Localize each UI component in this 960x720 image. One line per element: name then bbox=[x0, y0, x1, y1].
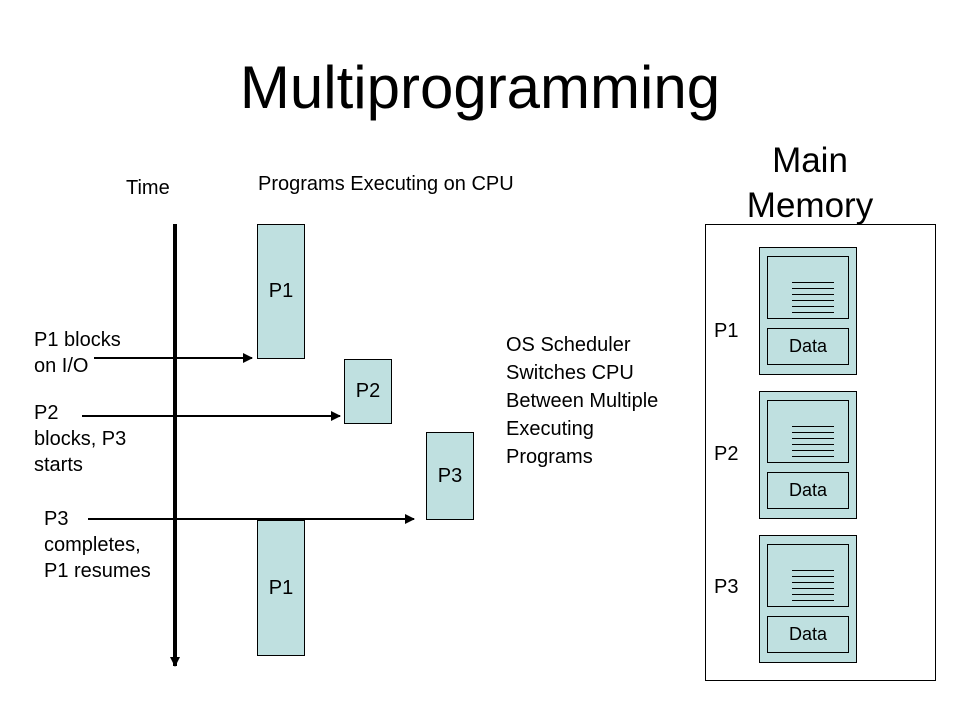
cpu-block-label: P3 bbox=[437, 464, 463, 487]
memory-process-label-p1: P1 bbox=[714, 320, 739, 342]
data-segment: Data bbox=[767, 472, 849, 509]
memory-process-p2: Data bbox=[759, 391, 857, 519]
code-segment bbox=[767, 256, 849, 319]
main-memory-box bbox=[705, 224, 936, 681]
code-segment bbox=[767, 400, 849, 463]
event-note-p2-blocks: P2 blocks, P3 starts bbox=[34, 402, 127, 476]
memory-process-label-p2: P2 bbox=[714, 443, 739, 465]
cpu-block-p2: P2 bbox=[344, 359, 392, 424]
data-segment: Data bbox=[767, 328, 849, 365]
memory-process-label-p3: P3 bbox=[714, 576, 739, 598]
cpu-programs-label: Programs Executing on CPU bbox=[258, 173, 514, 195]
code-lines-icon bbox=[792, 565, 834, 603]
code-lines-icon bbox=[792, 421, 834, 459]
data-segment: Data bbox=[767, 616, 849, 653]
cpu-block-label: P1 bbox=[268, 280, 294, 302]
event-note-p1-blocks: P1 blocks on I/O bbox=[34, 329, 121, 377]
page-title: Multiprogramming bbox=[239, 54, 721, 121]
time-axis-label: Time bbox=[126, 177, 170, 199]
scheduler-note: OS Scheduler Switches CPU Between Multip… bbox=[506, 334, 659, 468]
cpu-block-label: P2 bbox=[355, 380, 381, 402]
cpu-block-p1: P1 bbox=[257, 224, 305, 359]
cpu-block-label: P1 bbox=[268, 576, 294, 599]
data-segment-label: Data bbox=[788, 480, 828, 500]
main-memory-title: Main Memory bbox=[746, 141, 874, 225]
code-lines-icon bbox=[792, 277, 834, 315]
memory-process-p1: Data bbox=[759, 247, 857, 375]
code-segment bbox=[767, 544, 849, 607]
memory-process-p3: Data bbox=[759, 535, 857, 663]
cpu-block-p1-resumed: P1 bbox=[257, 520, 305, 656]
cpu-block-p3: P3 bbox=[426, 432, 474, 520]
data-segment-label: Data bbox=[788, 336, 828, 356]
event-note-p3-completes: P3 completes, P1 resumes bbox=[44, 508, 151, 582]
data-segment-label: Data bbox=[788, 624, 828, 644]
